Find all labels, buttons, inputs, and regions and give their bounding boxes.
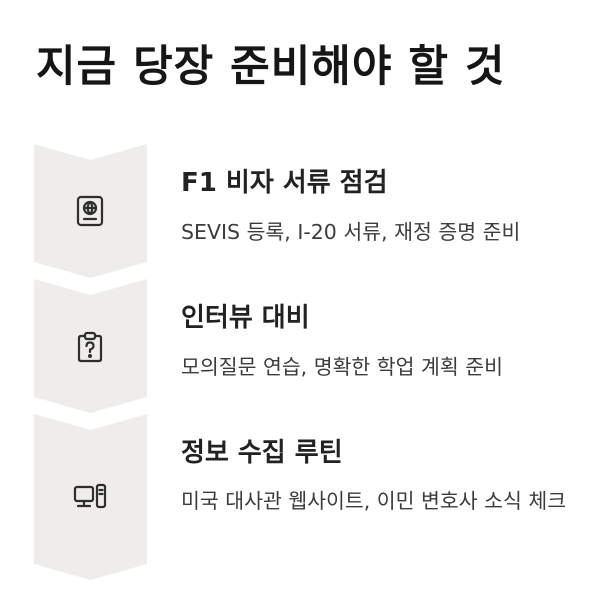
step-1-title: F1 비자 서류 점검 — [181, 168, 388, 198]
step-3-chevron — [34, 414, 147, 580]
step-2-description: 모의질문 연습, 명확한 학업 계획 준비 — [181, 355, 503, 379]
computer-icon — [73, 480, 107, 514]
step-3-title: 정보 수집 루틴 — [181, 438, 343, 468]
step-2-chevron — [34, 279, 147, 413]
passport-icon — [73, 194, 107, 228]
step-1-chevron — [34, 144, 147, 278]
step-1-description: SEVIS 등록, I-20 서류, 재정 증명 준비 — [181, 220, 521, 244]
clipboard-question-icon — [73, 330, 107, 364]
step-2-title: 인터뷰 대비 — [181, 303, 310, 333]
page-title: 지금 당장 준비해야 할 것 — [36, 42, 506, 92]
step-3-description: 미국 대사관 웹사이트, 이민 변호사 소식 체크 — [181, 489, 567, 513]
